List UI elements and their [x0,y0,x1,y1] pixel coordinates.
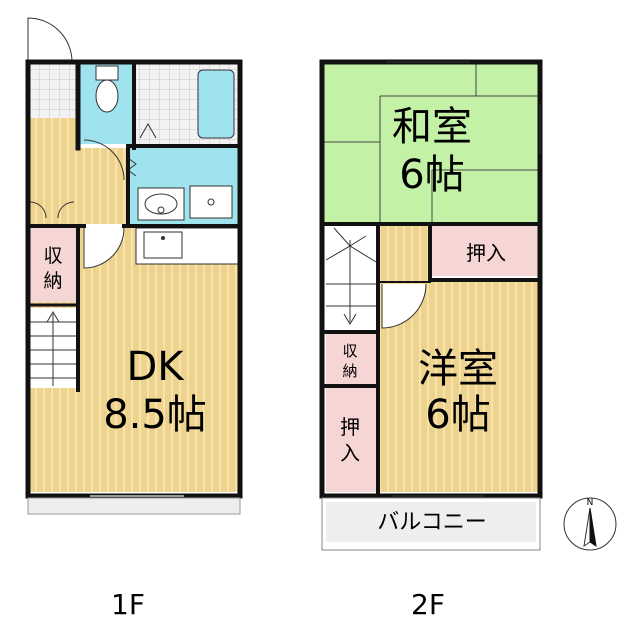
floor-2f: 和室 6帖 押入 洋室 6帖 収 納 押 入 バルコニー 2F [319,59,543,621]
oshiire-room-2 [326,388,376,492]
hallway-floor [28,118,76,224]
stairs-2f [326,226,378,330]
toilet-icon [95,65,119,81]
storage-door-swing [29,201,75,219]
compass-icon: N [563,497,617,551]
walls-1f [25,59,243,499]
washitsu-name: 和室 [392,104,472,150]
compass-letter: N [587,498,594,508]
oshiire-room-1 [432,226,540,276]
yoshitsu-name: 洋室 [418,346,498,392]
closet-2f [326,334,376,384]
bathtub-icon [197,69,235,139]
oshiire-2-label-1: 押 [340,415,360,439]
oshiire-1-label: 押入 [466,241,506,265]
closet-2f-label-1: 収 [342,342,357,360]
closet-1f-label-2: 納 [43,270,62,292]
floor-1f: DK 8.5帖 収 納 1F [25,17,243,621]
genkan-floor [28,62,76,118]
sink-icon [143,231,183,259]
dk-room-name: DK [126,344,185,390]
washitsu-size: 6帖 [399,152,464,198]
oshiire-2-label-2: 入 [340,441,360,465]
floor-label-1f: 1F [111,588,145,621]
balcony-label: バルコニー [377,510,487,535]
dk-room-size: 8.5帖 [103,392,207,438]
washing-machine-space [189,185,233,219]
floor-label-2f: 2F [411,588,445,621]
yoshitsu-size: 6帖 [425,392,490,438]
closet-1f-label-1: 収 [43,245,62,267]
entrance-door-swing [27,17,73,63]
closet-2f-label-2: 納 [342,362,357,380]
